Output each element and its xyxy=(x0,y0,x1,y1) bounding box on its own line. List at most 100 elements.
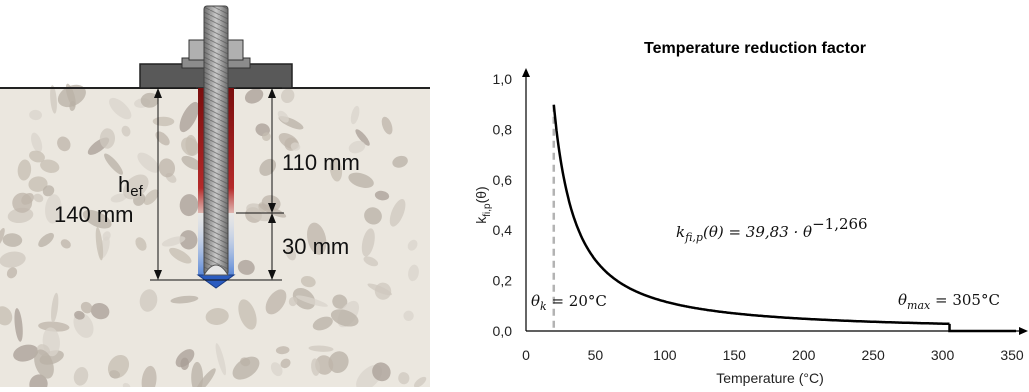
aggregate-stone xyxy=(60,239,71,249)
aggregate-stone xyxy=(372,362,391,382)
aggregate-stone xyxy=(123,174,149,200)
aggregate-stone xyxy=(95,227,104,261)
aggregate-stone xyxy=(0,251,26,268)
lower-segment-label: 30 mm xyxy=(282,234,349,259)
aggregate-stone xyxy=(179,230,198,250)
x-tick-label: 350 xyxy=(1000,347,1024,363)
aggregate-stone xyxy=(14,308,23,342)
aggregate-stone xyxy=(57,136,71,152)
aggregate-stone xyxy=(2,233,23,247)
aggregate-stone xyxy=(413,376,427,388)
aggregate-stone xyxy=(40,159,60,173)
aggregate-stone xyxy=(139,289,158,312)
aggregate-stone xyxy=(307,222,327,255)
aggregate-stone xyxy=(332,294,348,309)
aggregate-stone xyxy=(205,308,229,325)
rod-end xyxy=(203,264,229,276)
aggregate-stone xyxy=(244,88,264,104)
aggregate-stone xyxy=(261,132,271,141)
aggregate-stone xyxy=(392,155,408,168)
aggregate-stone xyxy=(29,150,45,163)
aggregate-stone xyxy=(280,88,295,104)
theta-max-label: θmax = 305°C xyxy=(898,291,1000,312)
aggregate-stone xyxy=(350,105,360,125)
dimension-arrows xyxy=(154,88,276,280)
aggregate-stone xyxy=(408,264,419,282)
x-axis-label: Temperature (°C) xyxy=(716,370,824,386)
aggregate-stone xyxy=(348,140,366,154)
aggregate-stone xyxy=(110,193,127,203)
aggregate-stone xyxy=(285,246,297,261)
chart-title: Temperature reduction factor xyxy=(644,40,866,57)
aggregate-stone xyxy=(275,346,290,355)
aggregate-stone xyxy=(80,301,93,314)
aggregate-stone xyxy=(179,194,199,217)
aggregate-stone xyxy=(277,110,289,123)
aggregate-stone xyxy=(143,189,159,205)
aggregate-stone xyxy=(82,209,112,229)
anchor-diagram: hef 140 mm 110 mm 30 mm xyxy=(0,0,430,392)
y-tick-label: 0,6 xyxy=(493,172,513,188)
aggregate-stone xyxy=(181,137,200,156)
aggregate-stone xyxy=(74,310,85,320)
aggregate-stone xyxy=(398,372,410,385)
aggregate-stone xyxy=(311,358,320,376)
aggregate-stone xyxy=(109,97,132,120)
aggregate-stone xyxy=(288,296,298,307)
theta-k-label: θk = 20°C xyxy=(531,292,607,313)
aggregate-stone xyxy=(290,142,301,151)
aggregate-stone xyxy=(170,295,199,304)
aggregate-stone xyxy=(29,109,42,121)
aggregate-stone xyxy=(361,228,375,257)
aggregate-stone xyxy=(329,157,343,182)
aggregate-stone xyxy=(12,192,33,213)
aggregate-stone xyxy=(107,354,130,379)
aggregate-stone xyxy=(381,116,393,135)
x-tick-label: 200 xyxy=(792,347,816,363)
aggregate-stone xyxy=(232,356,260,380)
aggregate-stone xyxy=(99,128,116,149)
embedment-symbol: hef xyxy=(118,172,144,200)
aggregate-stone xyxy=(33,193,44,203)
aggregate-stone xyxy=(270,362,283,377)
dimension-lines xyxy=(150,87,284,281)
aggregate-stone xyxy=(295,295,328,307)
aggregate-stone xyxy=(38,321,70,332)
aggregate-stone xyxy=(237,259,255,275)
aggregate-stone xyxy=(312,316,333,331)
y-tick-labels: 0,00,20,40,60,81,0 xyxy=(493,71,513,339)
aggregate-stone xyxy=(374,190,390,201)
aggregate-stone xyxy=(90,302,110,320)
aggregate-stone xyxy=(104,153,123,175)
y-tick-label: 0,2 xyxy=(493,273,513,289)
aggregate-stone xyxy=(161,236,186,247)
curve-cutoff-step xyxy=(948,323,1016,333)
x-tick-label: 150 xyxy=(723,347,747,363)
aggregate-stone xyxy=(7,207,34,224)
aggregate-stone xyxy=(17,159,32,181)
formula-label: kfi,p(θ) = 39,83 · θ−1,266 xyxy=(676,215,868,244)
y-tick-label: 0,8 xyxy=(493,121,513,137)
x-tick-label: 250 xyxy=(861,347,885,363)
aggregate-stone xyxy=(280,358,291,369)
aggregate-stone xyxy=(6,267,18,279)
anchor-illustration: hef 140 mm 110 mm 30 mm xyxy=(0,5,430,392)
aggregate-stone xyxy=(407,239,418,251)
aggregate-stone xyxy=(180,357,190,370)
aggregate-stone xyxy=(181,155,202,170)
embedment-depth-label: 140 mm xyxy=(54,202,133,227)
reduction-factor-curve xyxy=(552,104,950,326)
y-tick-label: 1,0 xyxy=(493,71,513,87)
aggregate-stone xyxy=(137,152,160,173)
aggregate-stone xyxy=(330,309,359,327)
aggregate-stone xyxy=(265,289,287,315)
aggregate-stone xyxy=(328,351,349,374)
x-tick-label: 0 xyxy=(522,347,530,363)
aggregate-stone xyxy=(355,129,370,146)
aggregate-stone xyxy=(155,131,170,146)
aggregate-stone xyxy=(215,343,227,376)
aggregate-stone xyxy=(50,85,57,114)
